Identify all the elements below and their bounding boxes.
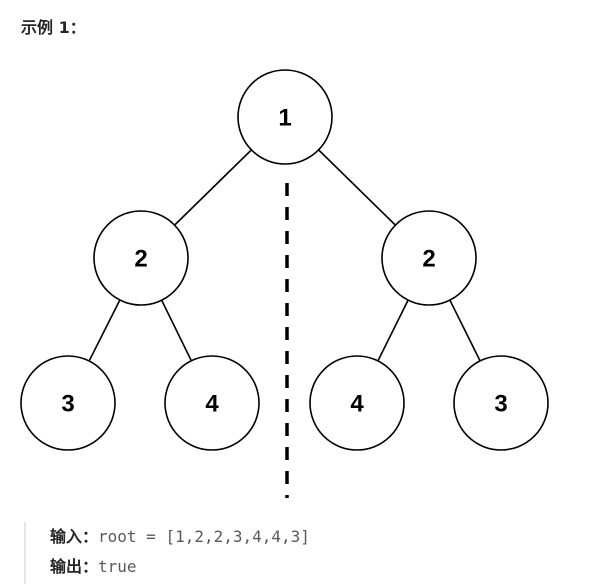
tree-node-circle bbox=[20, 355, 116, 451]
example-heading: 示例 1： bbox=[21, 18, 86, 37]
tree-node-value: 4 bbox=[350, 391, 364, 418]
tree-node-circle bbox=[309, 355, 405, 451]
tree-edge-n2-n4 bbox=[88, 299, 121, 362]
tree-node-circle bbox=[93, 210, 189, 306]
tree-node-root: 1 bbox=[237, 69, 333, 165]
input-label: 输入： bbox=[50, 527, 99, 546]
tree-edge-n1-n3 bbox=[318, 149, 396, 226]
binary-tree-diagram: 1 2 2 3 4 4 3 bbox=[0, 60, 599, 505]
tree-node-circle bbox=[164, 355, 260, 451]
tree-node-value: 2 bbox=[134, 246, 147, 273]
tree-node-value: 2 bbox=[422, 246, 435, 273]
nodes-layer: 1 2 2 3 4 4 3 bbox=[20, 69, 549, 451]
output-label: 输出： bbox=[50, 557, 99, 576]
tree-node-left-left: 3 bbox=[20, 355, 116, 451]
tree-edge-n3-n7 bbox=[449, 299, 481, 362]
example-io-block: 输入：root = [1,2,2,3,4,4,3] 输出：true bbox=[24, 522, 584, 584]
tree-node-value: 3 bbox=[494, 391, 507, 418]
tree-node-value: 3 bbox=[61, 391, 74, 418]
input-line: 输入：root = [1,2,2,3,4,4,3] bbox=[50, 522, 584, 552]
tree-node-left: 2 bbox=[93, 210, 189, 306]
tree-node-circle bbox=[237, 69, 333, 165]
input-value: root = [1,2,2,3,4,4,3] bbox=[98, 527, 310, 546]
tree-node-right-left: 4 bbox=[309, 355, 405, 451]
tree-node-right: 2 bbox=[381, 210, 477, 306]
tree-node-value: 1 bbox=[278, 105, 291, 132]
tree-node-right-right: 3 bbox=[453, 355, 549, 451]
tree-edge-n3-n6 bbox=[377, 299, 409, 362]
edges-layer bbox=[88, 149, 481, 362]
tree-node-circle bbox=[453, 355, 549, 451]
tree-edge-n2-n5 bbox=[160, 299, 193, 362]
tree-node-value: 4 bbox=[205, 391, 219, 418]
output-value: true bbox=[98, 557, 137, 576]
tree-node-left-right: 4 bbox=[164, 355, 260, 451]
output-line: 输出：true bbox=[50, 552, 584, 582]
tree-edge-n1-n2 bbox=[174, 149, 252, 226]
tree-node-circle bbox=[381, 210, 477, 306]
tree-canvas: 1 2 2 3 4 4 3 bbox=[20, 69, 549, 498]
